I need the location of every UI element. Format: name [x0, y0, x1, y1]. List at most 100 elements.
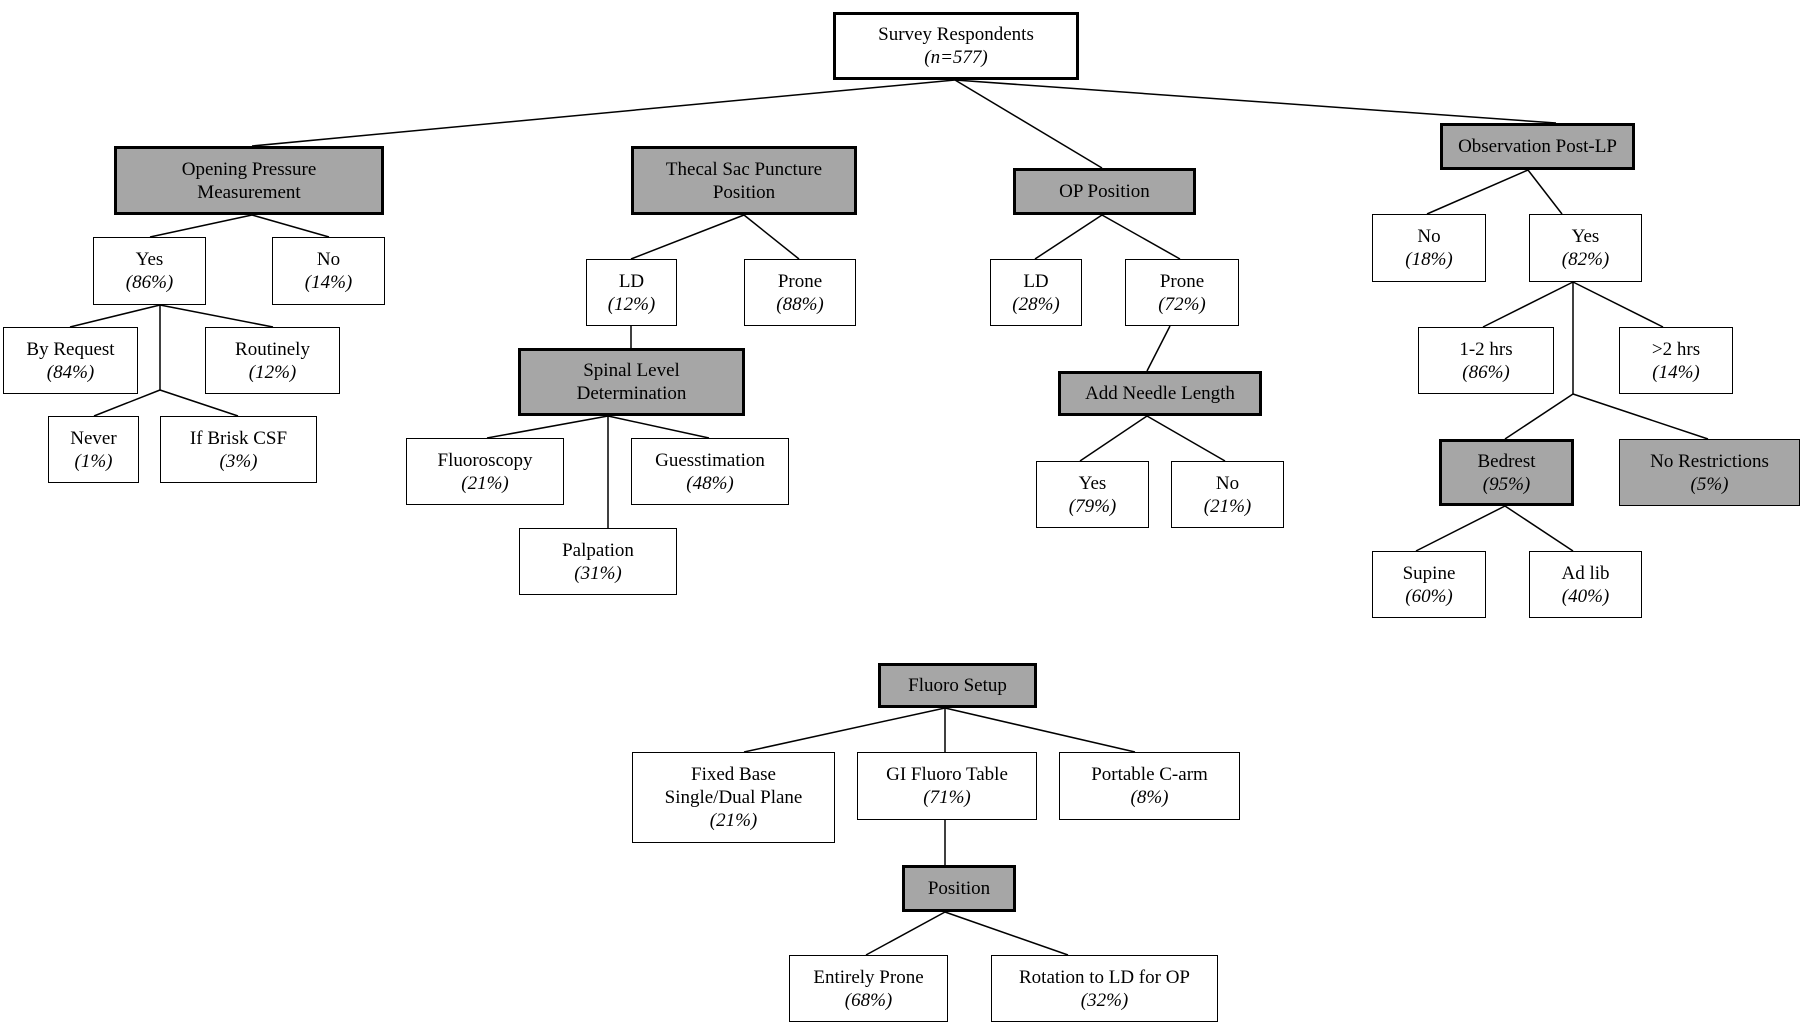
node-percent: (3%) [219, 450, 258, 472]
node-percent: (40%) [1561, 585, 1610, 607]
node-label: Prone [777, 270, 823, 292]
opening-pressure-node: Opening Pressure Measurement [114, 146, 384, 215]
node-percent: (5%) [1690, 473, 1729, 495]
portable-c-arm-node: Portable C-arm (8%) [1059, 752, 1240, 820]
node-percent: (60%) [1405, 585, 1453, 607]
node-percent: (86%) [1462, 361, 1510, 383]
edge [1572, 393, 1709, 440]
if-brisk-csf-node: If Brisk CSF (3%) [160, 416, 317, 483]
edge [149, 214, 253, 238]
edge [251, 79, 956, 147]
edge [159, 304, 274, 328]
node-label: Add Needle Length [1085, 383, 1235, 404]
entirely-prone-node: Entirely Prone (68%) [789, 955, 948, 1022]
edge [944, 707, 1136, 753]
observation-yes-node: Yes (82%) [1529, 214, 1642, 282]
node-label: 1-2 hrs [1459, 338, 1513, 360]
edge [607, 415, 710, 439]
node-label: LD [618, 270, 645, 292]
edge [69, 304, 161, 328]
edge [1504, 505, 1574, 552]
position-node: Position [902, 865, 1016, 912]
node-percent: (18%) [1405, 249, 1453, 270]
node-percent: (31%) [574, 562, 622, 584]
node-label: Position [927, 878, 991, 899]
edge [954, 79, 1557, 124]
node-label: Bedrest [1477, 450, 1536, 472]
node-label: Survey Respondents [878, 24, 1034, 45]
node-percent: (8%) [1130, 787, 1169, 808]
edge [1426, 169, 1529, 215]
edge [743, 214, 800, 260]
node-percent: (82%) [1561, 249, 1610, 270]
edge [1079, 415, 1148, 462]
node-percent: (14%) [1652, 361, 1700, 383]
edge [1415, 505, 1506, 552]
node-label: LD [1023, 270, 1049, 292]
node-label: Ad lib [1561, 562, 1610, 584]
node-percent: (79%) [1068, 495, 1117, 517]
add-needle-length-node: Add Needle Length [1058, 371, 1262, 416]
node-label-line1: Opening Pressure [181, 158, 317, 180]
thecal-sac-ld-node: LD (12%) [586, 259, 677, 326]
edge [1572, 281, 1664, 328]
no-restrictions-node: No Restrictions (5%) [1619, 439, 1800, 506]
fluoro-setup-node: Fluoro Setup [878, 663, 1037, 708]
edge [743, 707, 946, 753]
hrs-1-2-node: 1-2 hrs (86%) [1418, 327, 1554, 394]
node-label: Observation Post-LP [1458, 136, 1617, 157]
node-label-line2: Single/Dual Plane [664, 787, 803, 808]
node-label-line2: Determination [576, 383, 687, 404]
thecal-sac-puncture-node: Thecal Sac Puncture Position [631, 146, 857, 215]
edge [1146, 325, 1171, 372]
edge [1527, 169, 1563, 215]
thecal-sac-prone-node: Prone (88%) [744, 259, 856, 326]
edge [1482, 281, 1574, 328]
palpation-node: Palpation (31%) [519, 528, 677, 595]
node-label-line1: Spinal Level [583, 360, 680, 381]
node-label: OP Position [1059, 181, 1150, 202]
edge [159, 389, 239, 417]
node-label-line2: Measurement [197, 181, 301, 203]
edge [1034, 214, 1103, 260]
observation-no-node: No (18%) [1372, 214, 1486, 282]
node-label: Yes [135, 249, 164, 270]
by-request-node: By Request (84%) [3, 327, 138, 394]
node-percent: (71%) [923, 787, 971, 808]
node-percent: (86%) [125, 272, 174, 293]
node-percent: (48%) [686, 472, 734, 494]
edge [954, 79, 1103, 169]
op-position-node: OP Position [1013, 168, 1196, 215]
node-percent: (95%) [1482, 473, 1531, 495]
node-label: GI Fluoro Table [886, 764, 1008, 785]
node-label-line1: Thecal Sac Puncture [665, 158, 823, 180]
node-count: (n=577) [924, 47, 988, 68]
node-label: >2 hrs [1651, 338, 1701, 360]
node-label: Fluoroscopy [437, 449, 533, 471]
routinely-node: Routinely (12%) [205, 327, 340, 394]
node-percent: (28%) [1012, 293, 1060, 315]
supine-node: Supine (60%) [1372, 551, 1486, 618]
node-percent: (84%) [46, 361, 95, 383]
node-percent: (88%) [776, 293, 824, 315]
node-label: Yes [1078, 472, 1107, 494]
node-percent: (14%) [304, 272, 353, 293]
edge [630, 214, 745, 260]
spinal-level-node: Spinal Level Determination [518, 348, 745, 416]
op-position-prone-node: Prone (72%) [1125, 259, 1239, 326]
node-percent: (12%) [248, 361, 297, 383]
node-percent: (21%) [461, 472, 509, 494]
rotation-to-ld-node: Rotation to LD for OP (32%) [991, 955, 1218, 1022]
edge [944, 911, 1069, 956]
node-label-line1: Fixed Base [691, 764, 776, 785]
node-percent: (68%) [844, 989, 893, 1011]
fixed-base-node: Fixed Base Single/Dual Plane (21%) [632, 752, 835, 843]
node-percent: (21%) [1203, 495, 1252, 517]
op-position-ld-node: LD (28%) [990, 259, 1082, 326]
node-label: Yes [1571, 226, 1600, 247]
needle-no-node: No (21%) [1171, 461, 1284, 528]
node-percent: (72%) [1158, 293, 1206, 315]
hrs-gt-2-node: >2 hrs (14%) [1619, 327, 1733, 394]
never-node: Never (1%) [48, 416, 139, 483]
